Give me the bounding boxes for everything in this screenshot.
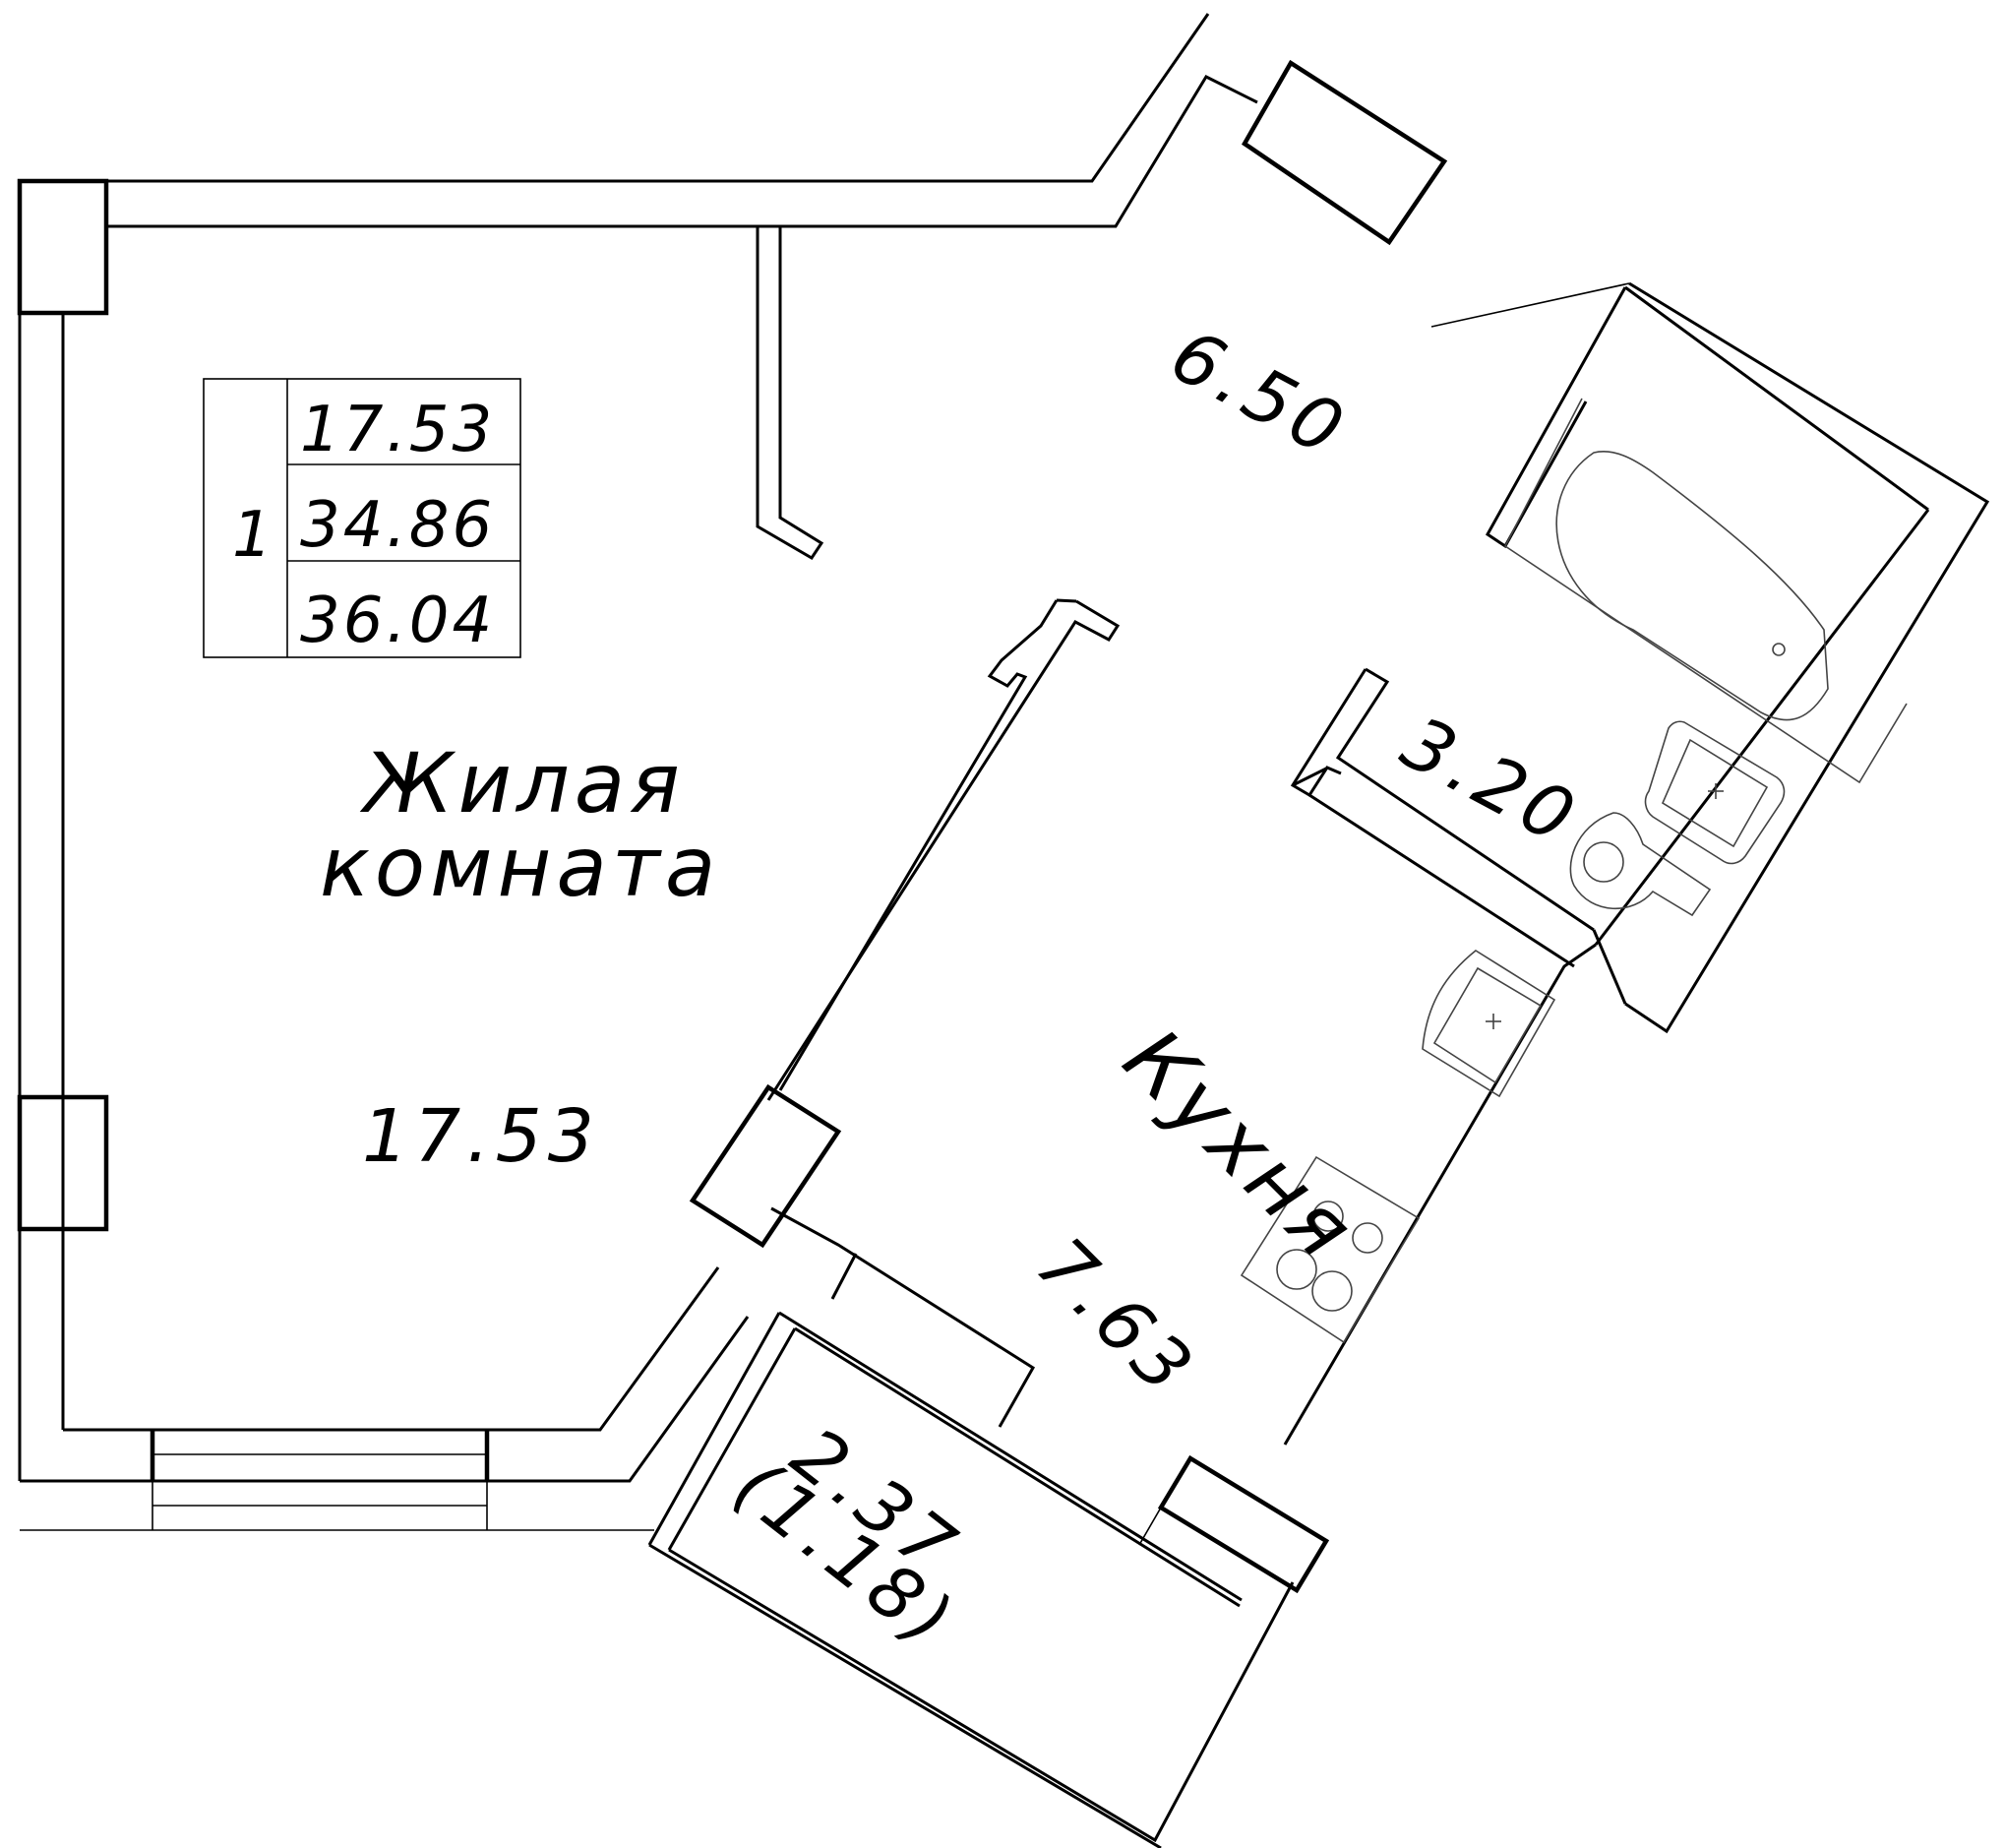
partitions — [689, 226, 1929, 1249]
toilet — [1569, 812, 1712, 917]
area-summary-table: 1 17.53 34.86 36.04 — [203, 378, 521, 658]
summary-rooms-count: 1 — [232, 499, 275, 572]
exterior-right-wall — [1242, 59, 1990, 1446]
balcony-label: 2.37 (1.18) — [719, 1411, 975, 1666]
living-room-label: Жилая комната 17.53 — [320, 735, 720, 1179]
summary-total-area: 34.86 — [300, 489, 495, 562]
living-room-name-line1: Жилая — [359, 735, 685, 832]
kitchen-label: Кухня 7.63 — [1020, 1011, 1375, 1413]
summary-total-with-balcony: 36.04 — [300, 585, 495, 657]
bathroom-sink — [1644, 720, 1786, 865]
bathroom-area: 3.20 — [1389, 701, 1593, 863]
kitchen-sink — [1422, 950, 1556, 1098]
living-room-area: 17.53 — [362, 1094, 600, 1179]
living-room-walls — [17, 13, 1258, 1531]
kitchen-stove — [1240, 1155, 1421, 1344]
kitchen-name: Кухня — [1106, 1011, 1375, 1280]
kitchen-area: 7.63 — [1020, 1222, 1211, 1413]
hall-area: 6.50 — [1158, 313, 1362, 475]
balcony — [647, 1206, 1330, 1848]
bathtub — [1503, 398, 1908, 784]
summary-living-area: 17.53 — [300, 394, 495, 466]
living-room-name-line2: комната — [320, 819, 720, 915]
